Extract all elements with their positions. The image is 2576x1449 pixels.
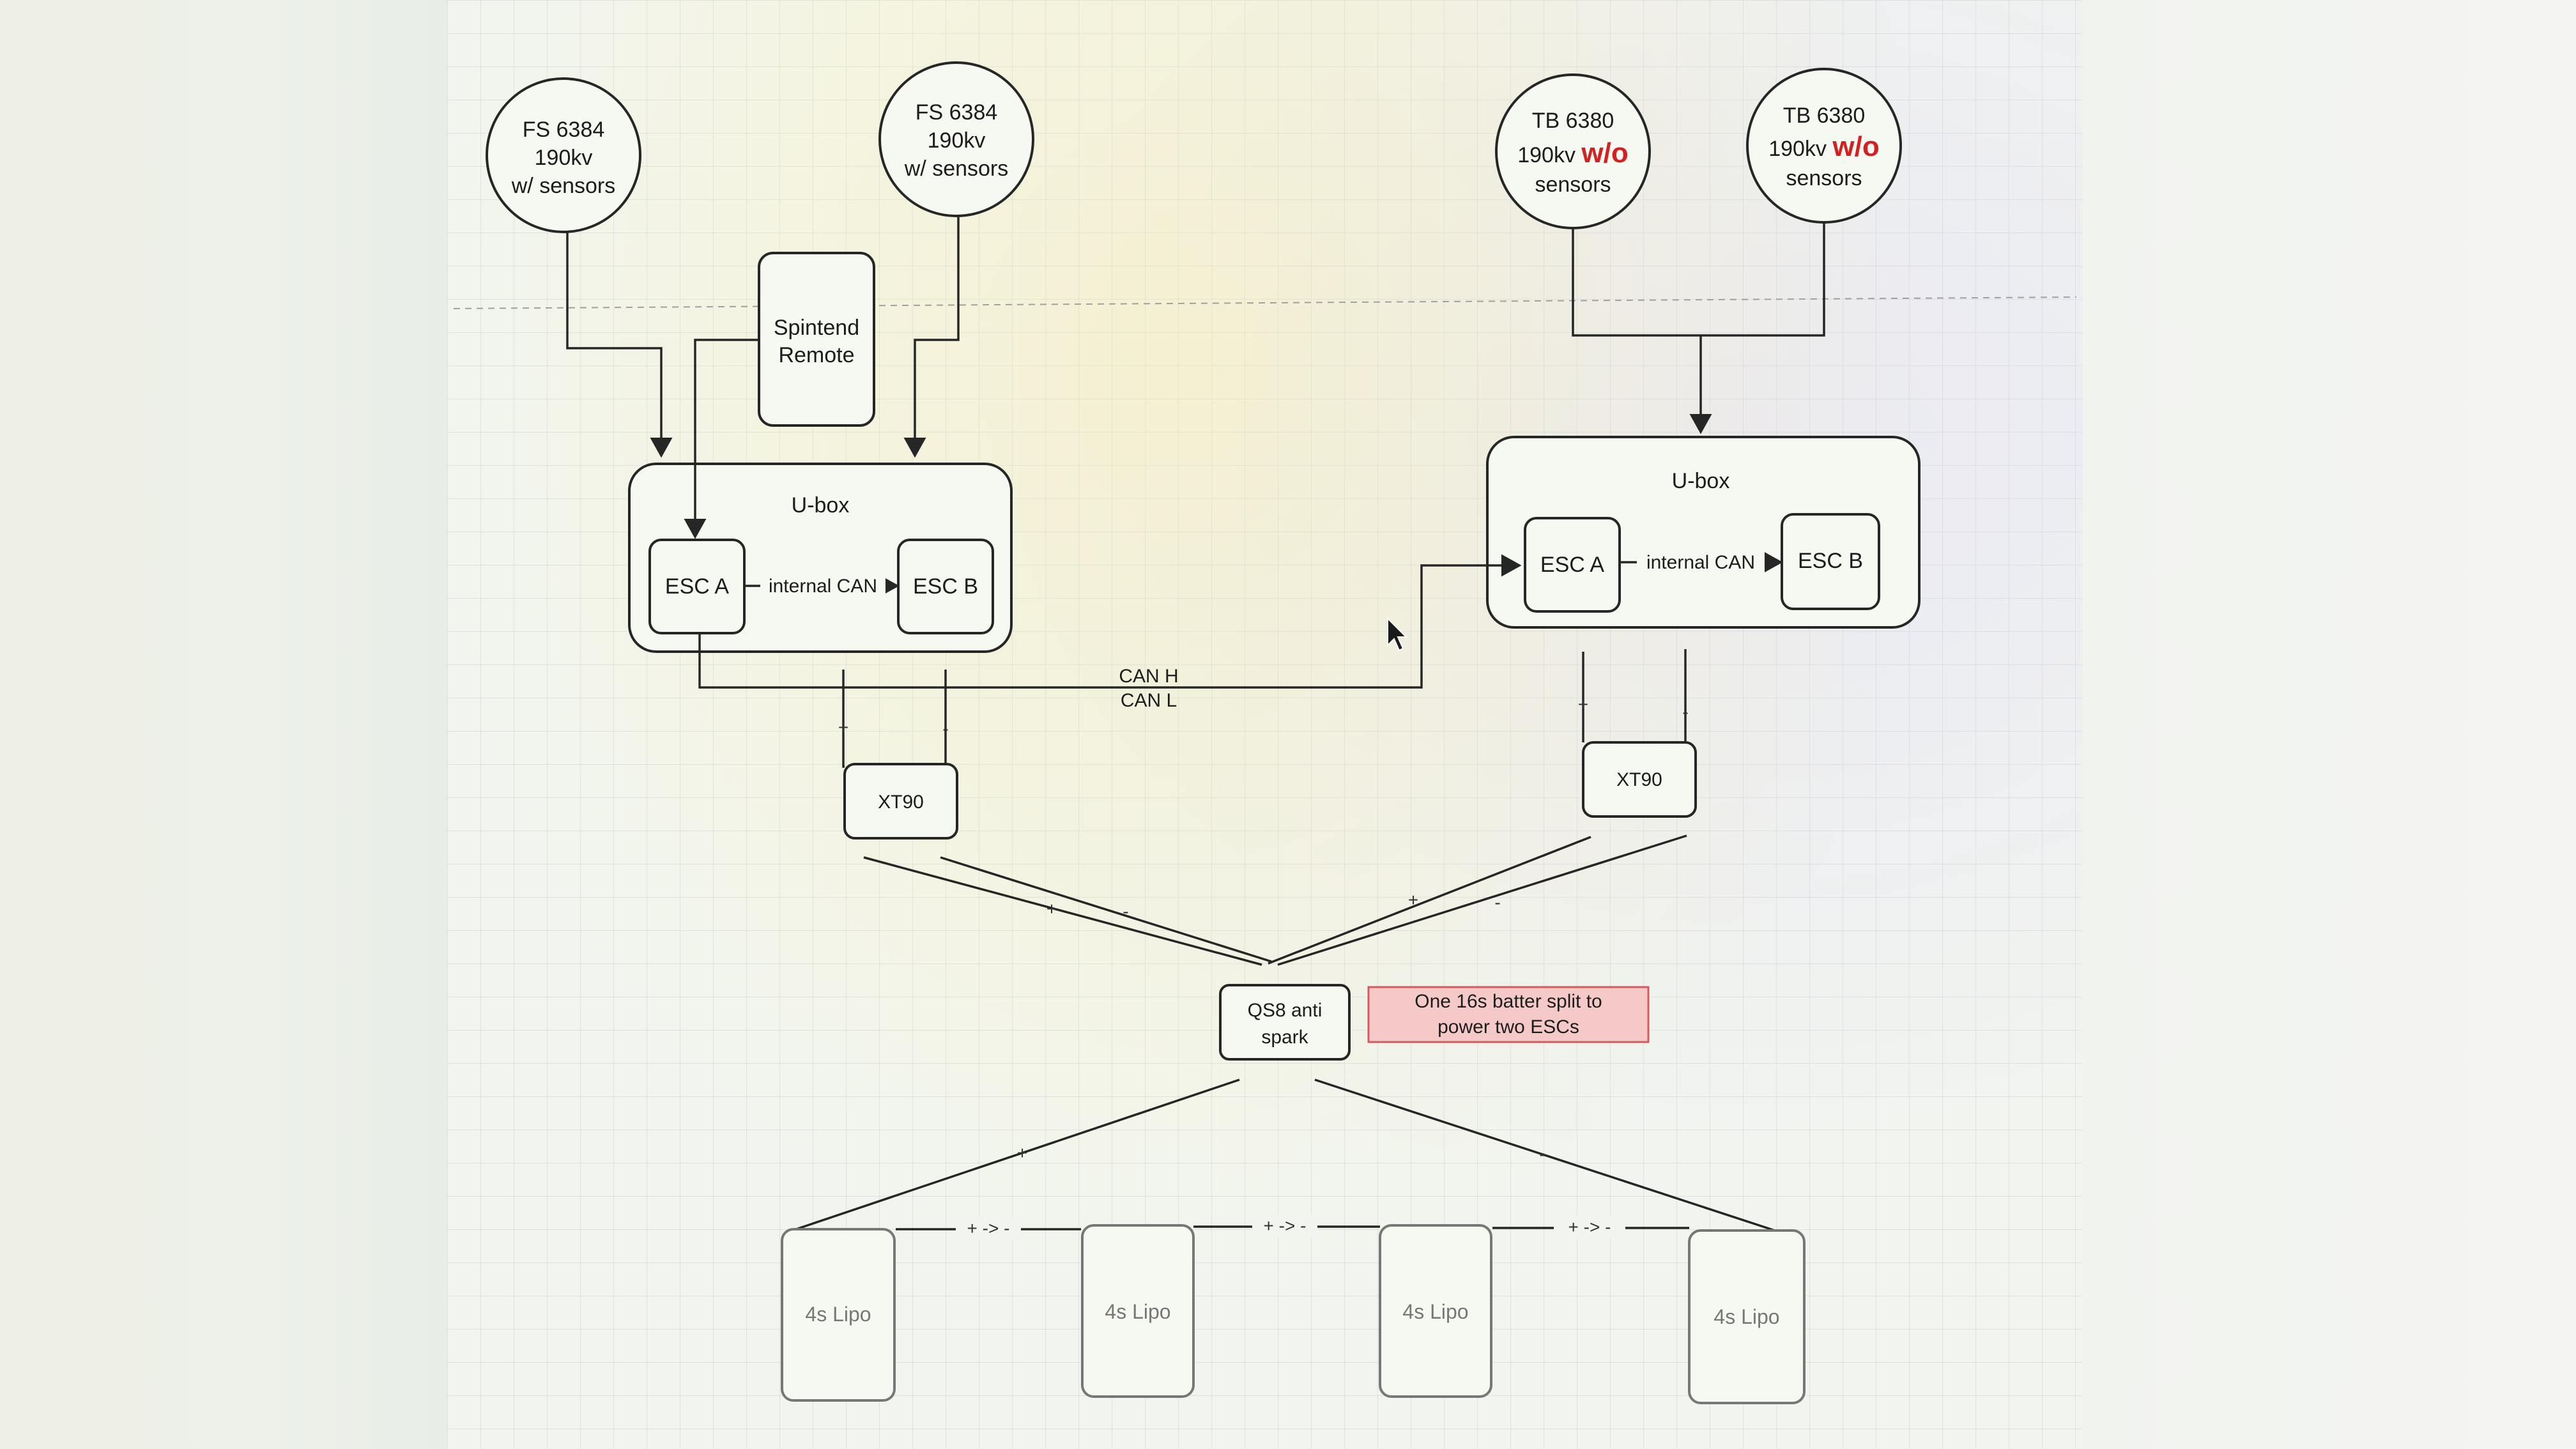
svg-text:FS 6384: FS 6384 — [916, 100, 998, 125]
right-minus-to-qs8 — [1277, 834, 1687, 966]
svg-text:sensors: sensors — [1786, 166, 1862, 190]
svg-text:190kv w/o: 190kv w/o — [1768, 131, 1880, 162]
ubox-left-title: U-box — [792, 493, 850, 518]
can-l-label: CAN L — [1121, 690, 1177, 711]
svg-text:One 16s batter split to: One 16s batter split to — [1414, 991, 1602, 1012]
right-margin — [2083, 0, 2576, 1449]
svg-text:ESC B: ESC B — [1798, 549, 1863, 573]
can-h-label: CAN H — [1119, 666, 1178, 687]
motor-fs6384-left[interactable]: FS 6384 190kv w/ sensors — [486, 77, 641, 233]
motor-tb6380-left[interactable]: TB 6380 190kv w/o sensors — [1495, 73, 1651, 229]
svg-text:-: - — [1494, 893, 1500, 912]
series-link-3-label: + -> - — [1568, 1217, 1611, 1237]
wire-remote-to-esc-a — [684, 339, 759, 539]
svg-text:ESC B: ESC B — [913, 574, 978, 599]
svg-text:ESC A: ESC A — [1540, 553, 1604, 577]
ubox-right-esc-a[interactable]: ESC A — [1524, 517, 1621, 613]
ubox-right-esc-b[interactable]: ESC B — [1781, 513, 1880, 610]
page-break-line — [453, 296, 2077, 309]
svg-text:+: + — [1578, 694, 1588, 714]
qs8-minus-to-battery — [1314, 1078, 1775, 1232]
svg-text:TB 6380: TB 6380 — [1532, 109, 1614, 133]
svg-text:-: - — [1539, 1144, 1545, 1164]
svg-text:+: + — [1408, 890, 1418, 910]
note-16s-battery[interactable]: One 16s batter split to power two ESCs — [1367, 986, 1650, 1043]
right-plus-to-qs8 — [1268, 836, 1591, 965]
svg-text:+: + — [1017, 1143, 1027, 1163]
qs8-plus-to-battery — [792, 1078, 1240, 1232]
svg-text:spark: spark — [1261, 1027, 1308, 1048]
svg-text:-: - — [1123, 901, 1128, 921]
svg-text:4s Lipo: 4s Lipo — [805, 1303, 871, 1326]
svg-text:power two ESCs: power two ESCs — [1438, 1016, 1579, 1038]
svg-text:w/ sensors: w/ sensors — [904, 157, 1009, 181]
xt90-left[interactable]: XT90 — [843, 763, 958, 839]
svg-text:TB 6380: TB 6380 — [1783, 103, 1866, 128]
xt90-right[interactable]: XT90 — [1582, 741, 1697, 818]
wire-fs-right-to-ubox — [903, 216, 960, 458]
left-plus-lead — [842, 670, 845, 768]
svg-text:w/ sensors: w/ sensors — [511, 174, 616, 198]
svg-text:Spintend: Spintend — [774, 316, 859, 340]
svg-text:4s Lipo: 4s Lipo — [1105, 1300, 1170, 1323]
ubox-left-esc-b[interactable]: ESC B — [897, 539, 994, 634]
series-link-2-label: + -> - — [1264, 1216, 1307, 1236]
svg-text:XT90: XT90 — [1616, 769, 1662, 790]
spintend-remote-box[interactable]: Spintend Remote — [758, 252, 875, 427]
battery-4s-lipo-2[interactable]: 4s Lipo — [1081, 1224, 1195, 1398]
motor-fs6384-right[interactable]: FS 6384 190kv w/ sensors — [878, 61, 1034, 217]
series-link-1-label: + -> - — [967, 1218, 1010, 1238]
diagram-canvas — [447, 0, 2083, 1449]
ubox-right-internal-can-label: internal CAN — [1646, 552, 1755, 573]
wire-tb-motors-joined — [1572, 222, 1825, 337]
mouse-pointer-icon — [1387, 617, 1408, 652]
ubox-left-internal-can-label: internal CAN — [769, 576, 877, 597]
battery-4s-lipo-1[interactable]: 4s Lipo — [781, 1228, 896, 1402]
svg-text:sensors: sensors — [1535, 172, 1611, 197]
svg-text:QS8 anti: QS8 anti — [1248, 1000, 1322, 1021]
can-bus-wire — [698, 554, 1522, 689]
left-plus-to-qs8 — [863, 856, 1262, 966]
battery-4s-lipo-4[interactable]: 4s Lipo — [1688, 1229, 1805, 1404]
ubox-right-title: U-box — [1672, 469, 1730, 493]
svg-text:ESC A: ESC A — [665, 574, 729, 599]
svg-text:+: + — [838, 717, 848, 737]
svg-text:FS 6384: FS 6384 — [523, 118, 605, 142]
left-minus-to-qs8 — [940, 856, 1272, 963]
wire-fs-left-to-ubox — [566, 232, 673, 458]
svg-text:-: - — [1682, 702, 1688, 722]
motor-tb6380-right[interactable]: TB 6380 190kv w/o sensors — [1746, 68, 1902, 224]
svg-text:4s Lipo: 4s Lipo — [1402, 1300, 1468, 1323]
svg-text:+: + — [1046, 899, 1057, 919]
battery-4s-lipo-3[interactable]: 4s Lipo — [1379, 1224, 1492, 1398]
qs8-antispark-box[interactable]: QS8 anti spark — [1219, 984, 1351, 1061]
svg-text:XT90: XT90 — [878, 792, 924, 813]
svg-text:190kv: 190kv — [928, 128, 986, 153]
svg-text:-: - — [942, 719, 948, 739]
svg-text:4s Lipo: 4s Lipo — [1713, 1305, 1779, 1328]
left-margin — [0, 0, 447, 1449]
svg-text:Remote: Remote — [778, 343, 854, 367]
ubox-left-esc-a[interactable]: ESC A — [648, 539, 746, 634]
svg-text:190kv: 190kv — [535, 146, 593, 170]
svg-text:190kv w/o: 190kv w/o — [1517, 137, 1629, 169]
